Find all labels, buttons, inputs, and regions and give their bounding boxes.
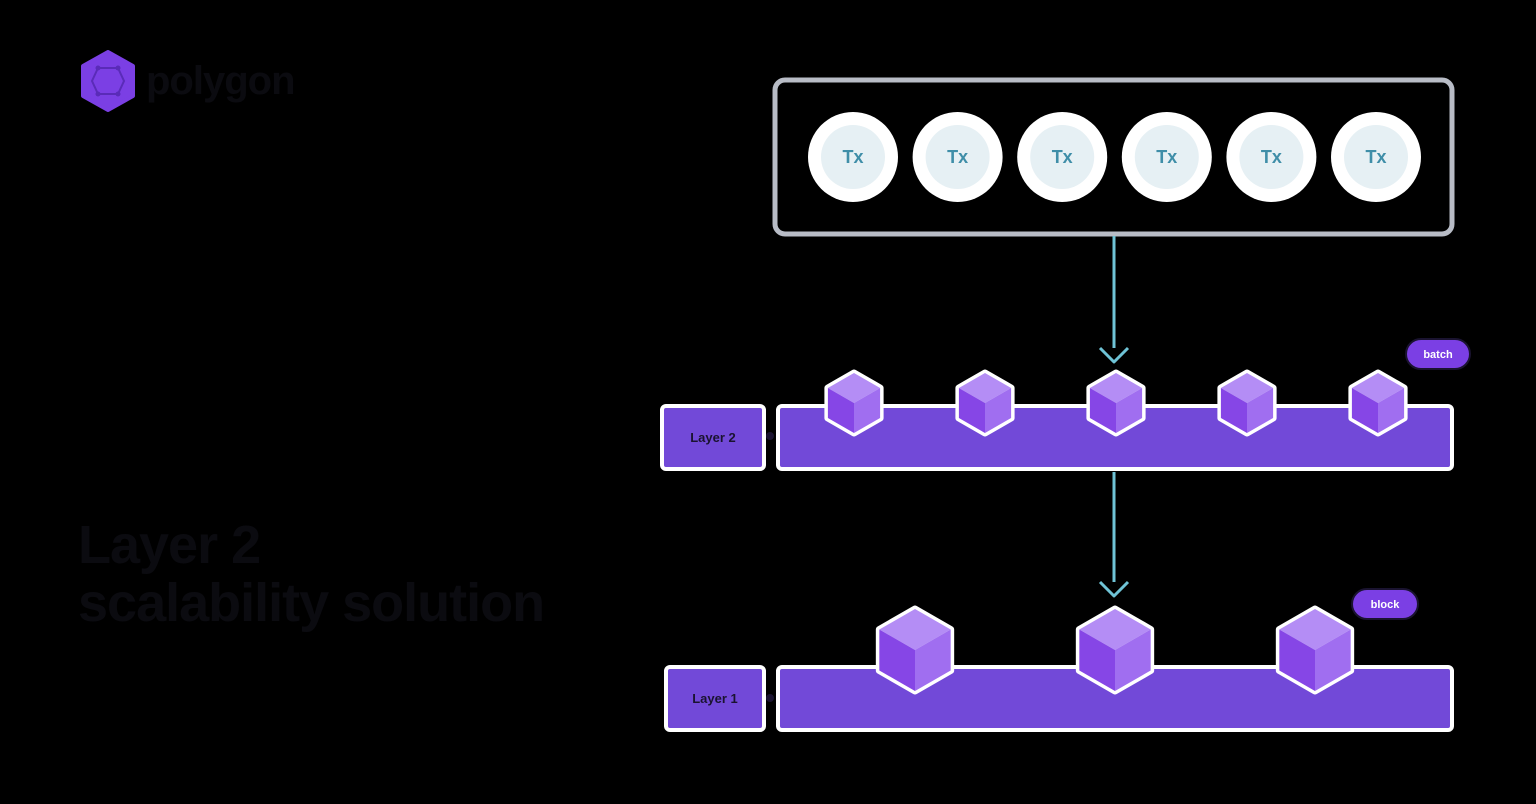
transaction-node: Tx: [1226, 112, 1317, 202]
transaction-label: Tx: [1052, 147, 1073, 167]
layer1-label-box: [664, 665, 766, 732]
headline: Layer 2 scalability solution: [78, 516, 638, 632]
batch-cube: [955, 369, 1015, 437]
layer1-connector-dot: [766, 694, 774, 702]
batch-tag: batch: [1405, 338, 1471, 370]
brand-name: polygon: [146, 59, 296, 103]
transaction-label: Tx: [947, 147, 968, 167]
batch-cube: [1217, 369, 1277, 437]
batch-cube: [1348, 369, 1408, 437]
transaction-label: Tx: [1365, 147, 1386, 167]
transaction-label: Tx: [1156, 147, 1177, 167]
batch-cube: [1086, 369, 1146, 437]
block-cube: [1275, 605, 1355, 695]
headline-line-2: scalability solution: [78, 573, 545, 633]
layer1-label: Layer 1: [692, 691, 738, 706]
layer1-blocks: [875, 605, 1355, 695]
transaction-pool-frame: [772, 77, 1455, 237]
batch-cube: [824, 369, 884, 437]
arrow-pool-to-layer2: [1098, 236, 1130, 364]
transaction-pool: Tx Tx Tx Tx Tx Tx: [808, 112, 1421, 202]
layer2-label-box: [660, 404, 766, 471]
block-cube: [875, 605, 955, 695]
brand-logo: polygon: [80, 50, 296, 112]
arrow-layer2-to-layer1: [1098, 472, 1130, 598]
layer2-connector-dot: [766, 432, 774, 440]
transaction-node: Tx: [1121, 112, 1212, 202]
transaction-label: Tx: [1261, 147, 1282, 167]
transaction-node: Tx: [1017, 112, 1108, 202]
block-tag-label: block: [1371, 599, 1401, 611]
headline-line-1: Layer 2: [78, 515, 261, 575]
layer2-label: Layer 2: [690, 430, 736, 445]
block-cube: [1075, 605, 1155, 695]
transaction-label: Tx: [842, 147, 863, 167]
transaction-node: Tx: [912, 112, 1003, 202]
block-tag: block: [1351, 588, 1419, 620]
transaction-node: Tx: [1331, 112, 1421, 202]
batch-tag-label: batch: [1423, 349, 1453, 361]
polygon-logo-icon: [81, 50, 135, 112]
layer2-batches: [824, 369, 1408, 437]
transaction-node: Tx: [808, 112, 898, 202]
